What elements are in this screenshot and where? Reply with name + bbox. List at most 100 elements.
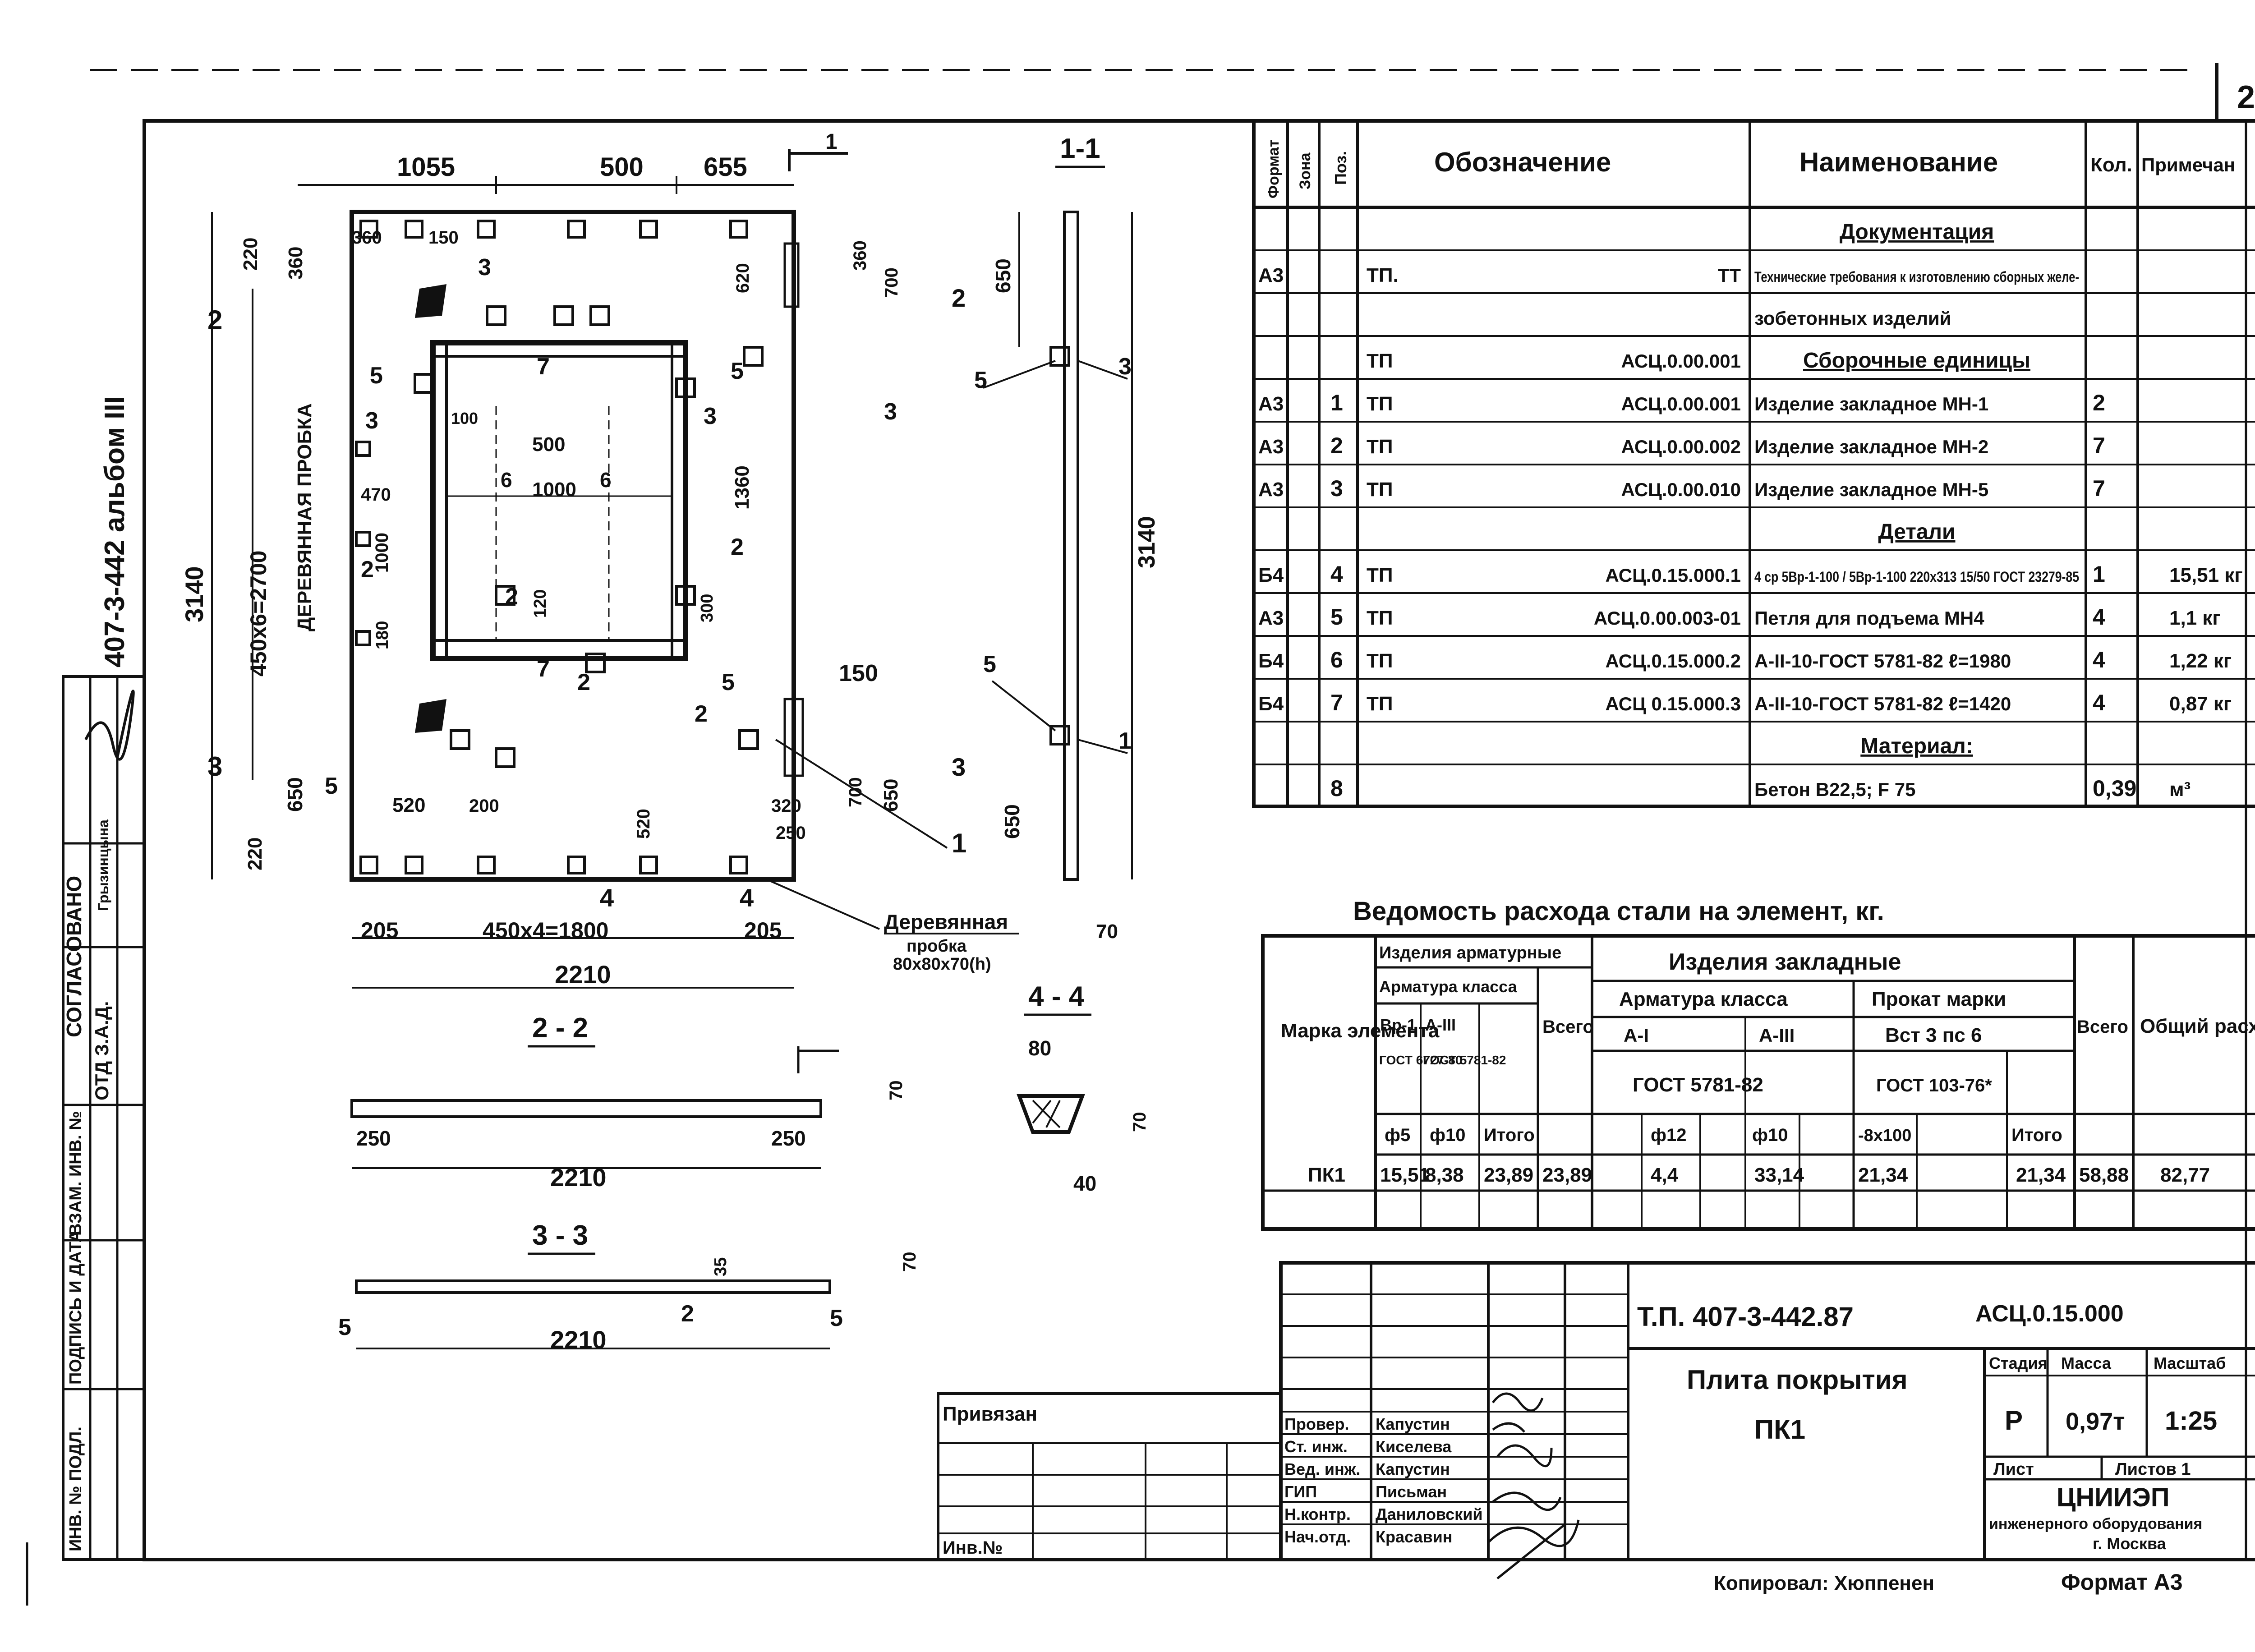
spec-head-note: Примечан: [2141, 154, 2235, 175]
spec-row-qty: 1: [2093, 561, 2105, 587]
steel-cell: 15,51: [1380, 1164, 1430, 1186]
s44-dim-80: 80: [1028, 1036, 1051, 1060]
spec-row-code-a: ТП: [1367, 607, 1393, 629]
spec-row-qty: 7: [2093, 476, 2105, 501]
spec-head-format: Формат: [1265, 140, 1282, 198]
spec-row-format: А3: [1258, 479, 1284, 501]
dim-620: 620: [733, 263, 753, 293]
agreed-label: СОГЛАСОВАНО: [62, 876, 86, 1037]
spec-row-code-a: ТП: [1367, 693, 1393, 715]
spec-head-name: Наименование: [1799, 147, 1998, 177]
steel-cell: 23,89: [1542, 1164, 1592, 1186]
s11-mark-5a: 5: [974, 367, 987, 393]
spec-row-name: Изделие закладное МН-1: [1754, 393, 1988, 414]
spec-row-code-b: ТТ: [1718, 265, 1741, 286]
role-person: Киселева: [1376, 1437, 1452, 1456]
dim-205-left: 205: [361, 918, 398, 943]
s33-dim-70: 70: [900, 1252, 920, 1272]
steel-table: Ведомость расхода стали на элемент, кг. …: [1261, 897, 2255, 1231]
spec-row-name: Документация: [1840, 220, 1994, 244]
dim-150-inner: 150: [428, 228, 459, 248]
spec-row-code-a: ТП: [1367, 436, 1393, 458]
spec-row-note: 1,1 кг: [2169, 607, 2221, 629]
sheet-number: 22: [2237, 79, 2255, 115]
stamp-cell-2: ПОДПИСЬ И ДАТА: [66, 1230, 85, 1385]
dim-650-right: 650: [880, 779, 902, 812]
steel-h-gost-d: ГОСТ 103-76*: [1876, 1076, 1992, 1095]
role-person: Даниловский: [1376, 1505, 1482, 1523]
spec-row-code-b: АСЦ.0.15.000.2: [1606, 650, 1741, 672]
spec-row-name: А-II-10-ГОСТ 5781-82 ℓ=1980: [1754, 650, 2011, 672]
role-title: Ст. инж.: [1284, 1437, 1348, 1456]
role-title: Провер.: [1284, 1415, 1349, 1433]
spec-row-note: 15,51 кг: [2169, 564, 2243, 586]
bound-label: Привязан: [943, 1403, 1037, 1425]
steel-cell: 33,14: [1754, 1164, 1804, 1186]
section-1-1: 1-1 5 3 5 1 650 3140 650 70: [974, 133, 1160, 943]
dim-450x4: 450x4=1800: [483, 918, 608, 943]
steel-h-gost-c: ГОСТ 5781-82: [1633, 1074, 1763, 1096]
dept-label: ОТД З.А.Д.: [91, 1001, 112, 1100]
steel-h-arm-class2: Арматура класса: [1619, 988, 1788, 1010]
spec-row-name: Материал:: [1860, 734, 1973, 758]
steel-h-itogo: Итого: [1484, 1125, 1535, 1145]
steel-cell: 21,34: [2016, 1164, 2066, 1186]
spec-row-pos: 5: [1330, 604, 1343, 630]
spec-row-qty: 4: [2093, 647, 2105, 672]
spec-row-format: А3: [1258, 436, 1284, 458]
steel-h-d10b: ф10: [1752, 1125, 1788, 1145]
section-2-2: 2 - 2 70 250 250 2210: [350, 1012, 906, 1192]
spec-row-pos: 1: [1330, 390, 1343, 415]
spec-row-pos: 7: [1330, 690, 1343, 715]
pos-mark-5b: 5: [731, 358, 744, 384]
spec-row-note: 0,87 кг: [2169, 693, 2232, 715]
steel-h-a3b: А-III: [1759, 1025, 1795, 1046]
pos-mark-150: 150: [839, 660, 878, 686]
steel-h-total2: Всего: [2077, 1017, 2128, 1037]
section-4-4-title: 4 - 4: [1028, 981, 1085, 1012]
dim-500-top: 500: [600, 152, 644, 182]
spec-row-name: 4 ср 5Вр-1-100 / 5Вр-1-100 220x313 15/50…: [1754, 569, 2079, 585]
steel-h-arm-class: Арматура класса: [1379, 977, 1518, 996]
spec-row-name: А-II-10-ГОСТ 5781-82 ℓ=1420: [1754, 693, 2011, 714]
spec-head-pos: Поз.: [1331, 151, 1350, 185]
steel-h-mark: Марка элемента: [1281, 1020, 1440, 1042]
spec-row-code-a: ТП.: [1367, 264, 1399, 286]
spec-row-format: А3: [1258, 264, 1284, 286]
pos-mark-7a: 7: [537, 354, 550, 380]
spec-row-format: Б4: [1258, 693, 1284, 715]
spec-row-code-a: ТП: [1367, 564, 1393, 586]
signatures: [1487, 1392, 1580, 1579]
role-title: Нач.отд.: [1284, 1528, 1351, 1546]
spec-row-code-b: АСЦ.0.15.000.1: [1606, 565, 1741, 586]
spec-row-name: Технические требования к изготовлению сб…: [1754, 269, 2079, 285]
spec-row-name: Бетон В22,5; F 75: [1754, 779, 1915, 800]
role-person: Капустин: [1376, 1415, 1450, 1433]
spec-row-name: Сборочные единицы: [1803, 349, 2030, 373]
pos-mark-3c: 3: [704, 403, 717, 429]
wood-plug-label: Деревянная: [884, 910, 1008, 934]
spec-row-code-b: АСЦ.0.00.002: [1621, 436, 1741, 457]
spec-head-code: Обозначение: [1434, 147, 1611, 177]
steel-h-embedded: Изделия закладные: [1669, 949, 1901, 975]
s22-dim-250-right: 250: [771, 1127, 806, 1150]
s11-mark-3: 3: [1118, 354, 1132, 380]
s11-dim-70: 70: [1096, 920, 1118, 943]
s33-dim-2210: 2210: [550, 1325, 607, 1354]
dim-500-mid: 500: [532, 433, 565, 456]
pos-mark-5c: 5: [722, 669, 735, 695]
steel-h-vr1: Вр-1: [1380, 1016, 1416, 1034]
spec-row-code-a: ТП: [1367, 350, 1393, 372]
album-label: 407-3-442 альбом III: [99, 396, 130, 667]
dim-1000-left: 1000: [372, 533, 392, 573]
agreed-surname: Грызинцына: [95, 819, 111, 911]
role-person: Капустин: [1376, 1460, 1450, 1478]
s44-dim-40: 40: [1073, 1172, 1096, 1195]
spec-row-note: м³: [2169, 778, 2191, 801]
steel-h-arm-items: Изделия арматурные: [1379, 943, 1561, 962]
role-title: Н.контр.: [1284, 1505, 1351, 1523]
spec-row-code-a: ТП: [1367, 393, 1393, 415]
s33-mark-5b: 5: [830, 1305, 843, 1331]
pos-mark-2b: 2: [361, 557, 374, 583]
